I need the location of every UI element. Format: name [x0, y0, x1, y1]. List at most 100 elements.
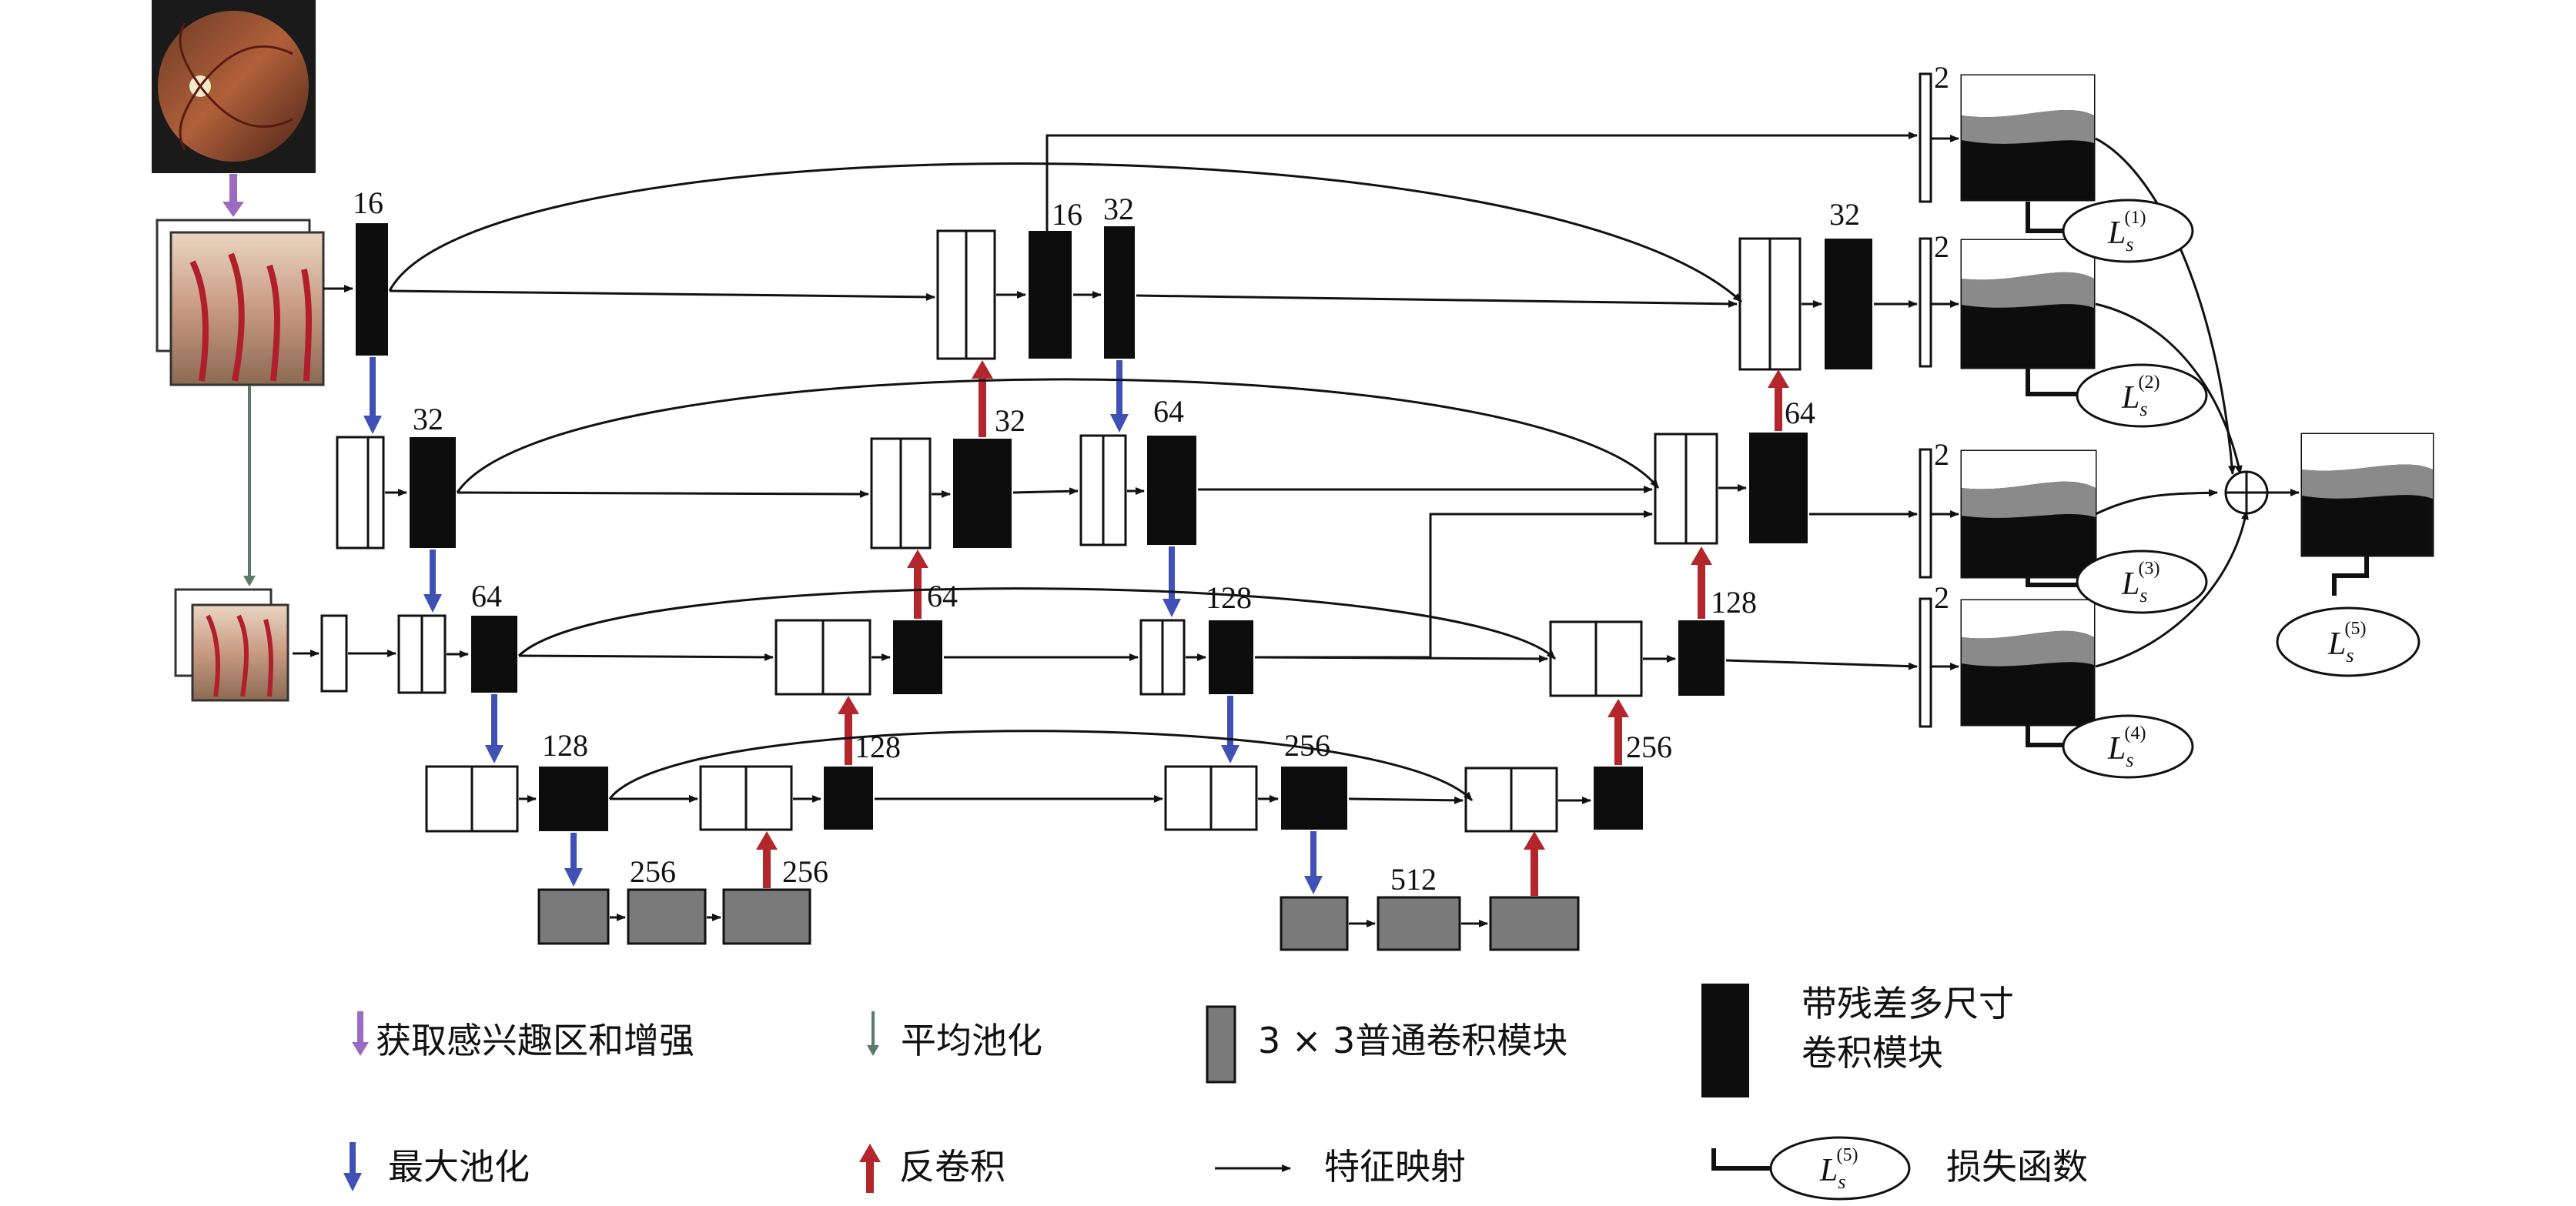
output-channels-1: 2: [1934, 60, 1949, 95]
resblock-l3-1: [471, 616, 517, 693]
channels-l1-2: 16: [1052, 197, 1082, 232]
prediction-map-2: [1960, 239, 2096, 369]
svg-text:Ls(2): Ls(2): [2121, 372, 2159, 420]
svg-text:Ls(5): Ls(5): [1819, 1145, 1858, 1193]
prediction-map-4: [1960, 599, 2096, 727]
legend-conv3-label: 3 × 3普通卷积模块: [1258, 1020, 1567, 1061]
resblock-l2-4: [1749, 433, 1808, 543]
legend-deconv-icon: [859, 1144, 881, 1193]
svg-text:Ls(3): Ls(3): [2121, 559, 2159, 606]
concat-box-l3-2: [1139, 619, 1186, 696]
svg-text:Ls(4): Ls(4): [2107, 723, 2146, 771]
channels-l2-2: 32: [995, 403, 1025, 438]
legend-lossfn-label: 损失函数: [1946, 1146, 2088, 1188]
channels-l1-1: 16: [353, 185, 383, 220]
legend-maxpool-label: 最大池化: [388, 1146, 530, 1188]
conv3-l5-3: [722, 888, 811, 945]
resblock-l2-2: [953, 439, 1012, 548]
deconv-arrows: [756, 360, 1789, 896]
channels-b2: 512: [1390, 862, 1437, 897]
concat-box-l3-1: [774, 619, 871, 696]
concat-box-l2-2: [1079, 434, 1127, 546]
loss-node-5: Ls(5): [2276, 606, 2420, 677]
resblock-l3-4: [1678, 620, 1725, 696]
channels-l1-4: 32: [1829, 197, 1860, 232]
channels-b1-1: 256: [630, 854, 676, 889]
legend-avgpool-label: 平均池化: [901, 1020, 1042, 1061]
roi-enhance-arrow: [222, 174, 244, 217]
concat-box-l1-1: [936, 229, 996, 360]
input-box-l2: [336, 436, 385, 550]
loss-node-4: Ls(4): [2062, 714, 2194, 779]
resblock-l2-1: [410, 437, 456, 548]
concat-box-l4-2: [1164, 765, 1258, 831]
output-channels-4: 2: [1934, 580, 1949, 615]
legend-featmap-label: 特征映射: [1324, 1146, 1466, 1188]
channels-l3-4: 128: [1711, 585, 1757, 620]
channels-b1-2: 256: [782, 854, 828, 889]
legend-lossfn-connector: [1711, 1148, 1771, 1171]
conv3-l5-2: [627, 888, 707, 945]
concat-box-l2-1: [870, 437, 932, 550]
svg-text:Ls(1): Ls(1): [2107, 208, 2146, 256]
resblock-l1-4: [1825, 239, 1872, 369]
output-bar-3: [1919, 448, 1932, 579]
channels-l2-1: 32: [413, 402, 443, 436]
resblock-l4-3: [1281, 767, 1347, 830]
legend-avgpool-icon: [867, 1011, 879, 1056]
resblock-l3-3: [1209, 620, 1253, 694]
legend-roi-label: 获取感兴趣区和增强: [376, 1020, 694, 1061]
fundus-input-image: [152, 0, 316, 173]
channels-l2-4: 64: [1785, 396, 1815, 430]
sum-node: [2224, 470, 2269, 515]
output-bar-2: [1919, 237, 1932, 368]
roi-image-stack: [156, 219, 325, 386]
conv3-l5-6: [1489, 896, 1580, 951]
concat-box-l2-3: [1654, 433, 1718, 545]
legend-roi-icon: [352, 1011, 369, 1056]
legend-resblock-label-1: 带残差多尺寸: [1802, 983, 2014, 1024]
maxpool-arrows: [363, 357, 1323, 894]
channels-l4-4: 256: [1626, 730, 1672, 764]
svg-text:Ls(5): Ls(5): [2327, 619, 2366, 666]
legend-lossfn-icon: Ls(5): [1769, 1136, 1911, 1201]
prediction-map-1: [1960, 74, 2096, 202]
resblock-l4-1: [539, 767, 608, 831]
channels-l3-1: 64: [471, 579, 502, 613]
input-box-l3: [397, 614, 447, 694]
resblock-l1-1: [356, 223, 388, 356]
concat-box-l4-3: [1464, 767, 1558, 833]
concat-box-l4-1: [699, 765, 793, 831]
input-box-l4: [425, 765, 519, 833]
legend: 获取感兴趣区和增强 平均池化 3 × 3普通卷积模块 带残差多尺寸 卷积模块 最…: [343, 983, 2088, 1201]
conv3-l5-5: [1377, 896, 1461, 951]
resblock-l4-4: [1594, 767, 1643, 830]
legend-conv3-icon: [1206, 1005, 1236, 1084]
conv3-l5-1: [537, 888, 610, 945]
resblock-l2-3: [1147, 436, 1196, 545]
output-bar-4: [1919, 597, 1932, 728]
legend-resblock-icon: [1701, 984, 1749, 1097]
avgpool-arrow: [243, 386, 256, 586]
loss-connectors: [2026, 202, 2369, 747]
loss-node-1: Ls(1): [2062, 199, 2194, 263]
channels-l1-3: 32: [1103, 192, 1134, 226]
feature-map-connections: [293, 132, 2300, 927]
resblock-l1-2: [1029, 231, 1072, 359]
conv3-l5-4: [1280, 896, 1349, 951]
output-channels-2: 2: [1934, 229, 1949, 264]
output-channels-3: 2: [1934, 437, 1949, 472]
channels-l3-3: 128: [1206, 580, 1252, 615]
concat-box-l1-2: [1738, 237, 1802, 371]
resblock-l3-2: [893, 620, 942, 694]
final-prediction-map: [2300, 433, 2434, 557]
prediction-map-3: [1960, 449, 2097, 579]
output-bar-1: [1919, 72, 1932, 203]
loss-node-2: Ls(2): [2076, 363, 2208, 428]
channels-l4-1: 128: [542, 728, 588, 763]
legend-deconv-label: 反卷积: [899, 1146, 1005, 1188]
roi-image-small-stack: [174, 588, 289, 702]
concat-box-l3-3: [1549, 620, 1643, 697]
loss-node-3: Ls(3): [2076, 550, 2208, 614]
